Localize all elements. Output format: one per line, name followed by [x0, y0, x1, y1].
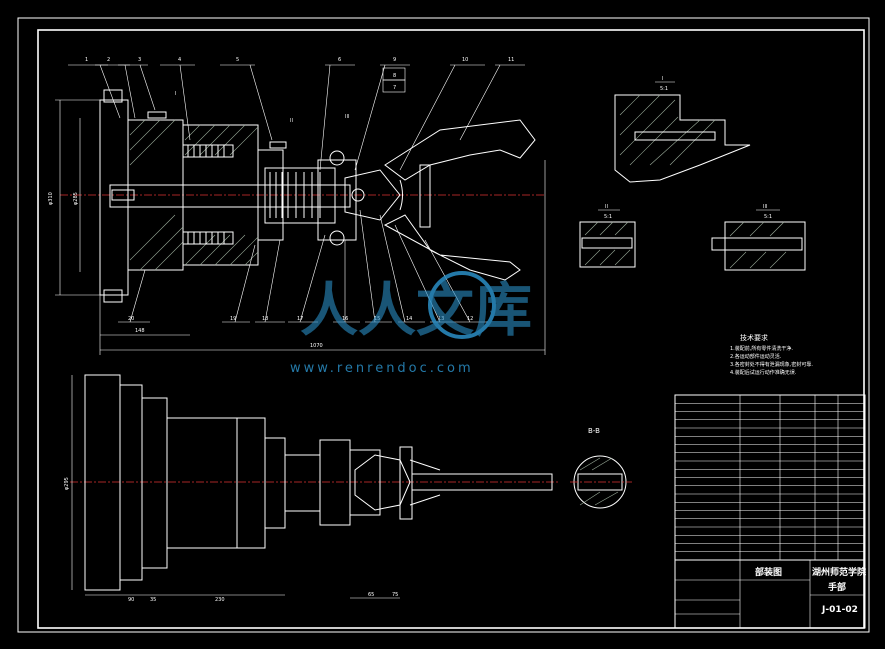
part-3: 3: [138, 57, 141, 63]
dim-d3: 148: [135, 328, 145, 334]
dim-h3: 230: [215, 597, 225, 603]
svg-text:I: I: [662, 76, 663, 82]
detail-view-II: II 5:1: [579, 204, 636, 268]
elevation-view: φ295 90 35 230 65 75: [64, 374, 560, 603]
part-19: 19: [230, 316, 236, 322]
part-6: 6: [338, 57, 341, 63]
part-8: 8: [393, 73, 396, 79]
label-II: II: [290, 118, 293, 124]
dim-v1: φ295: [64, 477, 70, 490]
part-9: 9: [393, 57, 396, 63]
part-18: 18: [262, 316, 268, 322]
part-12: 12: [467, 316, 473, 322]
part-4: 4: [178, 57, 181, 63]
label-I: I: [175, 91, 176, 97]
part-number-callouts-bottom: 20 19 18 17 16 15 14 13 12: [118, 209, 488, 323]
part-17: 17: [297, 316, 303, 322]
watermark-url: www.renrendoc.com: [290, 361, 474, 376]
part-1: 1: [85, 57, 88, 63]
dim-d1: φ310: [48, 192, 54, 205]
part-2: 2: [107, 57, 110, 63]
dim-d2: φ285: [73, 192, 79, 205]
drawing-title: 手部: [828, 581, 846, 593]
part-20: 20: [128, 316, 134, 322]
part-16: 16: [342, 316, 348, 322]
tech-req-line-2: 2.各运动部件运动灵活.: [730, 353, 782, 360]
tech-req-line-3: 3.各密封处不得有泄漏现象,密封可靠.: [730, 361, 813, 368]
part-11: 11: [508, 57, 514, 63]
dim-h1: 90: [128, 597, 134, 603]
drawing-inner-frame: [37, 29, 865, 629]
svg-text:II: II: [605, 204, 608, 210]
drawing-code: J-01-02: [821, 605, 858, 615]
technical-requirements: 技术要求 1.装配前,所有零件清洗干净. 2.各运动部件运动灵活. 3.各密封处…: [730, 333, 813, 376]
tech-req-line-1: 1.装配前,所有零件清洗干净.: [730, 345, 793, 352]
part-5: 5: [236, 57, 239, 63]
title-block: 部装图 湖州师范学院 手部 J-01-02: [674, 394, 866, 629]
main-section-view: φ310 φ285 1070 148: [48, 89, 546, 355]
svg-text:5:1: 5:1: [604, 214, 612, 220]
part-10: 10: [462, 57, 468, 63]
part-number-callouts: 1 2 3 4 5 6 9 8 7 10 11 I II III: [68, 57, 525, 171]
drawing-border: [17, 17, 870, 633]
dim-overall: 1070: [310, 343, 323, 349]
part-7: 7: [393, 85, 396, 91]
svg-text:III: III: [763, 204, 767, 210]
dim-h2: 35: [150, 597, 156, 603]
watermark-text: 人人文库: [300, 276, 532, 344]
section-bb-label: B-B: [588, 427, 600, 435]
svg-text:5:1: 5:1: [764, 214, 772, 220]
school-name: 湖州师范学院: [812, 566, 866, 578]
part-15: 15: [374, 316, 380, 322]
part-13: 13: [438, 316, 444, 322]
detail-view-I: I 5:1: [614, 76, 751, 183]
tech-req-line-4: 4.装配后试运行动作准确无误.: [730, 369, 797, 376]
dim-s2: 75: [392, 592, 398, 598]
watermark: 人人文库 www.renrendoc.com: [290, 271, 532, 376]
label-III: III: [345, 114, 349, 120]
svg-text:5:1: 5:1: [660, 86, 668, 92]
detail-view-III: III 5:1: [711, 204, 806, 271]
tech-req-title: 技术要求: [740, 333, 768, 342]
part-14: 14: [406, 316, 412, 322]
drawing-type: 部装图: [755, 566, 782, 578]
dim-s1: 65: [368, 592, 374, 598]
section-bb: B-B: [570, 427, 632, 509]
